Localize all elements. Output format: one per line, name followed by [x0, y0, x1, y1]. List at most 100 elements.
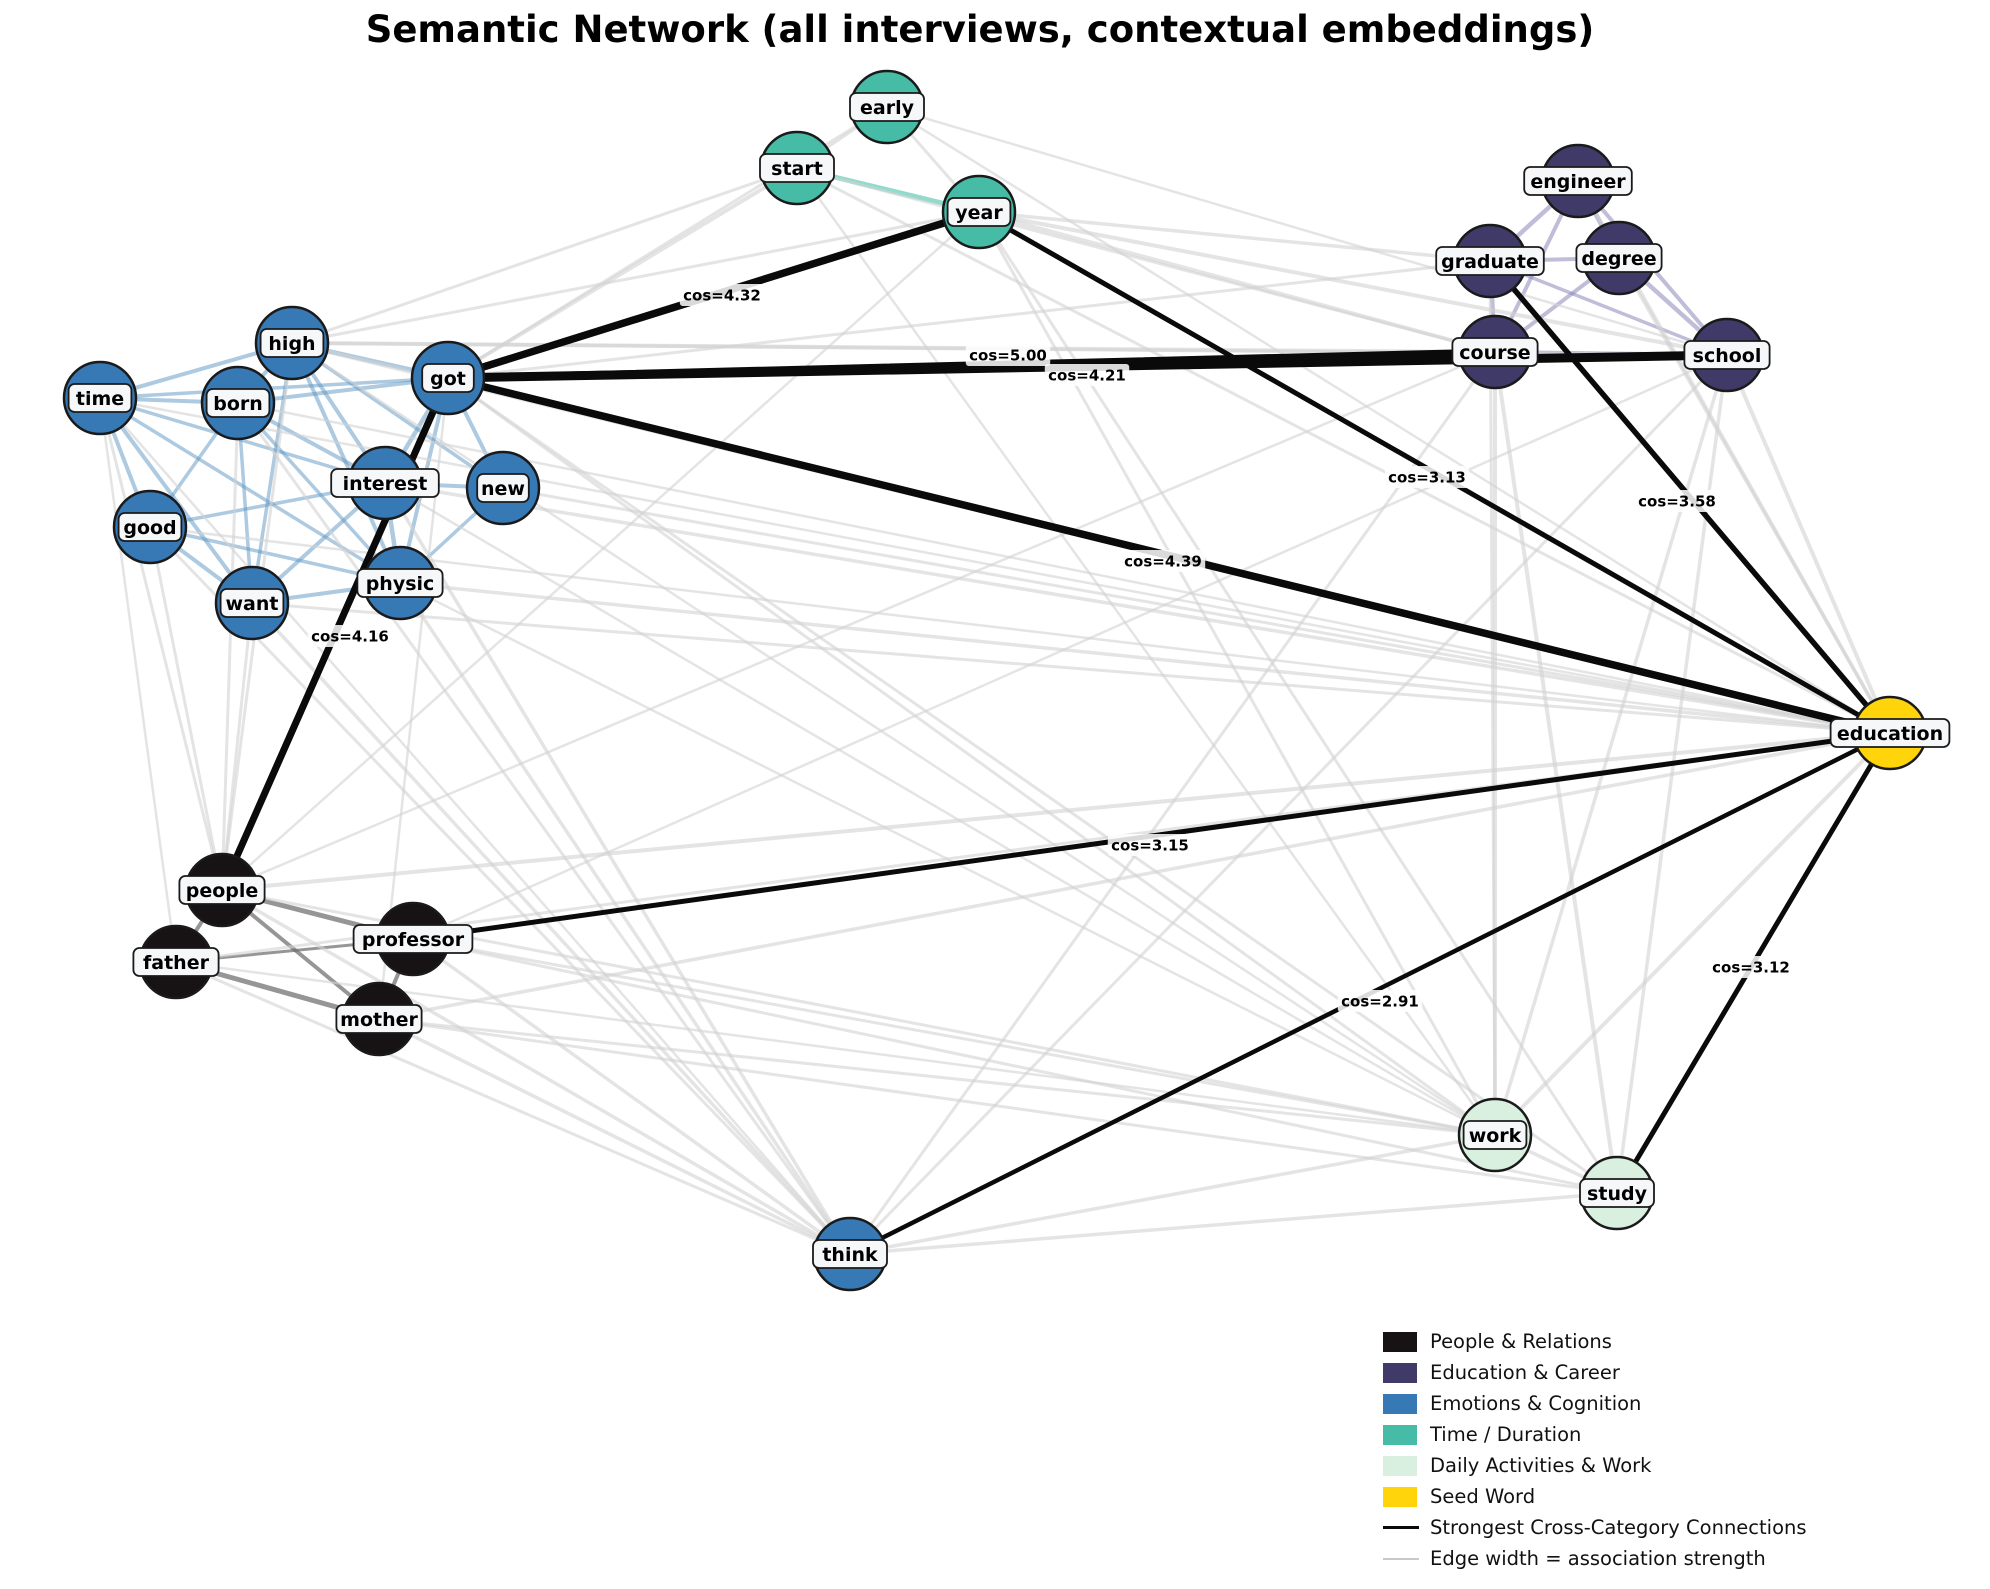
edge-interest-think: [383, 481, 852, 1256]
edge-label-pill: [1384, 466, 1470, 488]
node-label-time: time: [76, 388, 124, 410]
edge-people-education: [220, 731, 1892, 892]
edge-born-think: [236, 401, 852, 1256]
node-label-degree: degree: [1581, 248, 1656, 270]
node-label-people: people: [186, 880, 259, 902]
node-label-engineer: engineer: [1530, 171, 1626, 193]
node-label-pill-start: [759, 153, 835, 183]
node-label-pill-early: [849, 92, 925, 122]
edge-time-father: [98, 396, 178, 964]
legend-item: Emotions & Cognition: [1383, 1388, 1807, 1419]
legend-item: Time / Duration: [1383, 1419, 1807, 1450]
legend-label: People & Relations: [1430, 1330, 1612, 1353]
edge-professor-work: [411, 937, 1497, 1137]
edge-high-work: [290, 341, 1497, 1137]
node-label-think: think: [822, 1244, 878, 1266]
edge-work-education: [1493, 731, 1892, 1137]
edge-people-think: [220, 888, 852, 1256]
edge-label: cos=3.58: [1638, 493, 1716, 511]
node-label-study: study: [1587, 1183, 1648, 1205]
legend-swatch: [1383, 1362, 1417, 1383]
legend-swatch: [1383, 1424, 1417, 1445]
legend-item: Strongest Cross-Category Connections: [1383, 1512, 1807, 1543]
edge-year-school: [977, 210, 1729, 357]
edge-physic-education: [398, 581, 1892, 735]
edge-course-think: [848, 350, 1497, 1256]
edge-graduate-school: [1488, 259, 1729, 357]
node-label-pill-graduate: [1435, 246, 1545, 276]
edge-label-pill: [1337, 990, 1423, 1012]
edge-mother-education: [377, 731, 1892, 1021]
edge-got-graduate: [446, 259, 1492, 380]
edge-good-people: [148, 525, 224, 892]
legend-line-swatch: [1383, 1557, 1419, 1560]
edge-school-education: [1725, 353, 1892, 735]
edge-early-school: [885, 105, 1729, 357]
edge-year-graduate: [977, 210, 1492, 263]
edge-label: cos=2.91: [1341, 993, 1419, 1011]
edge-want-think: [250, 601, 852, 1256]
edge-want-education: [250, 601, 1892, 735]
legend-line-swatch: [1383, 1526, 1419, 1529]
edge-label-pill: [307, 625, 393, 647]
node-label-pill-work: [1462, 1120, 1528, 1150]
edge-good-think: [148, 525, 852, 1256]
edge-father-think: [174, 960, 852, 1256]
node-label-pill-mother: [335, 1004, 423, 1034]
edge-label-pill: [1708, 956, 1794, 978]
node-label-high: high: [268, 333, 315, 355]
edge-label: cos=4.39: [1124, 553, 1202, 571]
edge-year-people: [220, 210, 981, 892]
node-label-pill-education: [1829, 718, 1951, 748]
node-label-pill-got: [421, 363, 475, 393]
edge-school-think: [848, 353, 1729, 1256]
legend-label: Time / Duration: [1430, 1423, 1582, 1446]
node-label-interest: interest: [343, 473, 428, 495]
node-label-year: year: [955, 202, 1003, 224]
edge-label: cos=4.16: [311, 628, 389, 646]
node-label-course: course: [1459, 342, 1530, 364]
edge-think-work: [848, 1133, 1497, 1256]
legend-item: Edge width = association strength: [1383, 1543, 1807, 1574]
node-label-physic: physic: [366, 573, 435, 595]
edge-degree-education: [1617, 256, 1892, 735]
edge-school-work: [1493, 353, 1729, 1137]
edge-time-people: [98, 396, 224, 892]
edge-got-work: [446, 376, 1497, 1137]
node-label-pill-professor: [352, 924, 474, 954]
node-label-pill-high: [259, 328, 325, 358]
edge-label: cos=3.15: [1111, 837, 1189, 855]
node-label-pill-course: [1451, 337, 1539, 367]
edge-professor-think: [411, 937, 852, 1256]
node-label-early: early: [860, 97, 915, 119]
edge-time-got: [98, 376, 450, 400]
edge-label: cos=4.32: [683, 287, 761, 305]
node-label-good: good: [123, 517, 176, 539]
edge-label: cos=3.12: [1712, 959, 1790, 977]
edge-born-people: [220, 401, 240, 892]
node-label-start: start: [771, 158, 823, 180]
node-label-new: new: [481, 478, 525, 500]
node-label-pill-physic: [356, 568, 444, 598]
legend-label: Strongest Cross-Category Connections: [1430, 1516, 1807, 1539]
legend-swatch: [1383, 1331, 1417, 1352]
edge-label: cos=4.21: [1048, 367, 1126, 385]
legend-label: Education & Career: [1430, 1361, 1620, 1384]
legend-swatch: [1383, 1455, 1417, 1476]
node-label-pill-people: [178, 875, 266, 905]
node-label-pill-new: [476, 473, 530, 503]
edge-label-pill: [1044, 364, 1130, 386]
edge-label-pill: [1107, 834, 1193, 856]
node-label-father: father: [143, 952, 210, 974]
edge-graduate-work: [1488, 259, 1497, 1137]
legend-item: Daily Activities & Work: [1383, 1450, 1807, 1481]
edge-year-high: [290, 210, 981, 345]
node-label-work: work: [1469, 1125, 1522, 1147]
edge-label: cos=5.00: [969, 347, 1047, 365]
edge-early-education: [885, 105, 1892, 735]
node-label-pill-engineer: [1523, 166, 1633, 196]
edge-label-pill: [1120, 550, 1206, 572]
node-label-pill-father: [132, 947, 220, 977]
